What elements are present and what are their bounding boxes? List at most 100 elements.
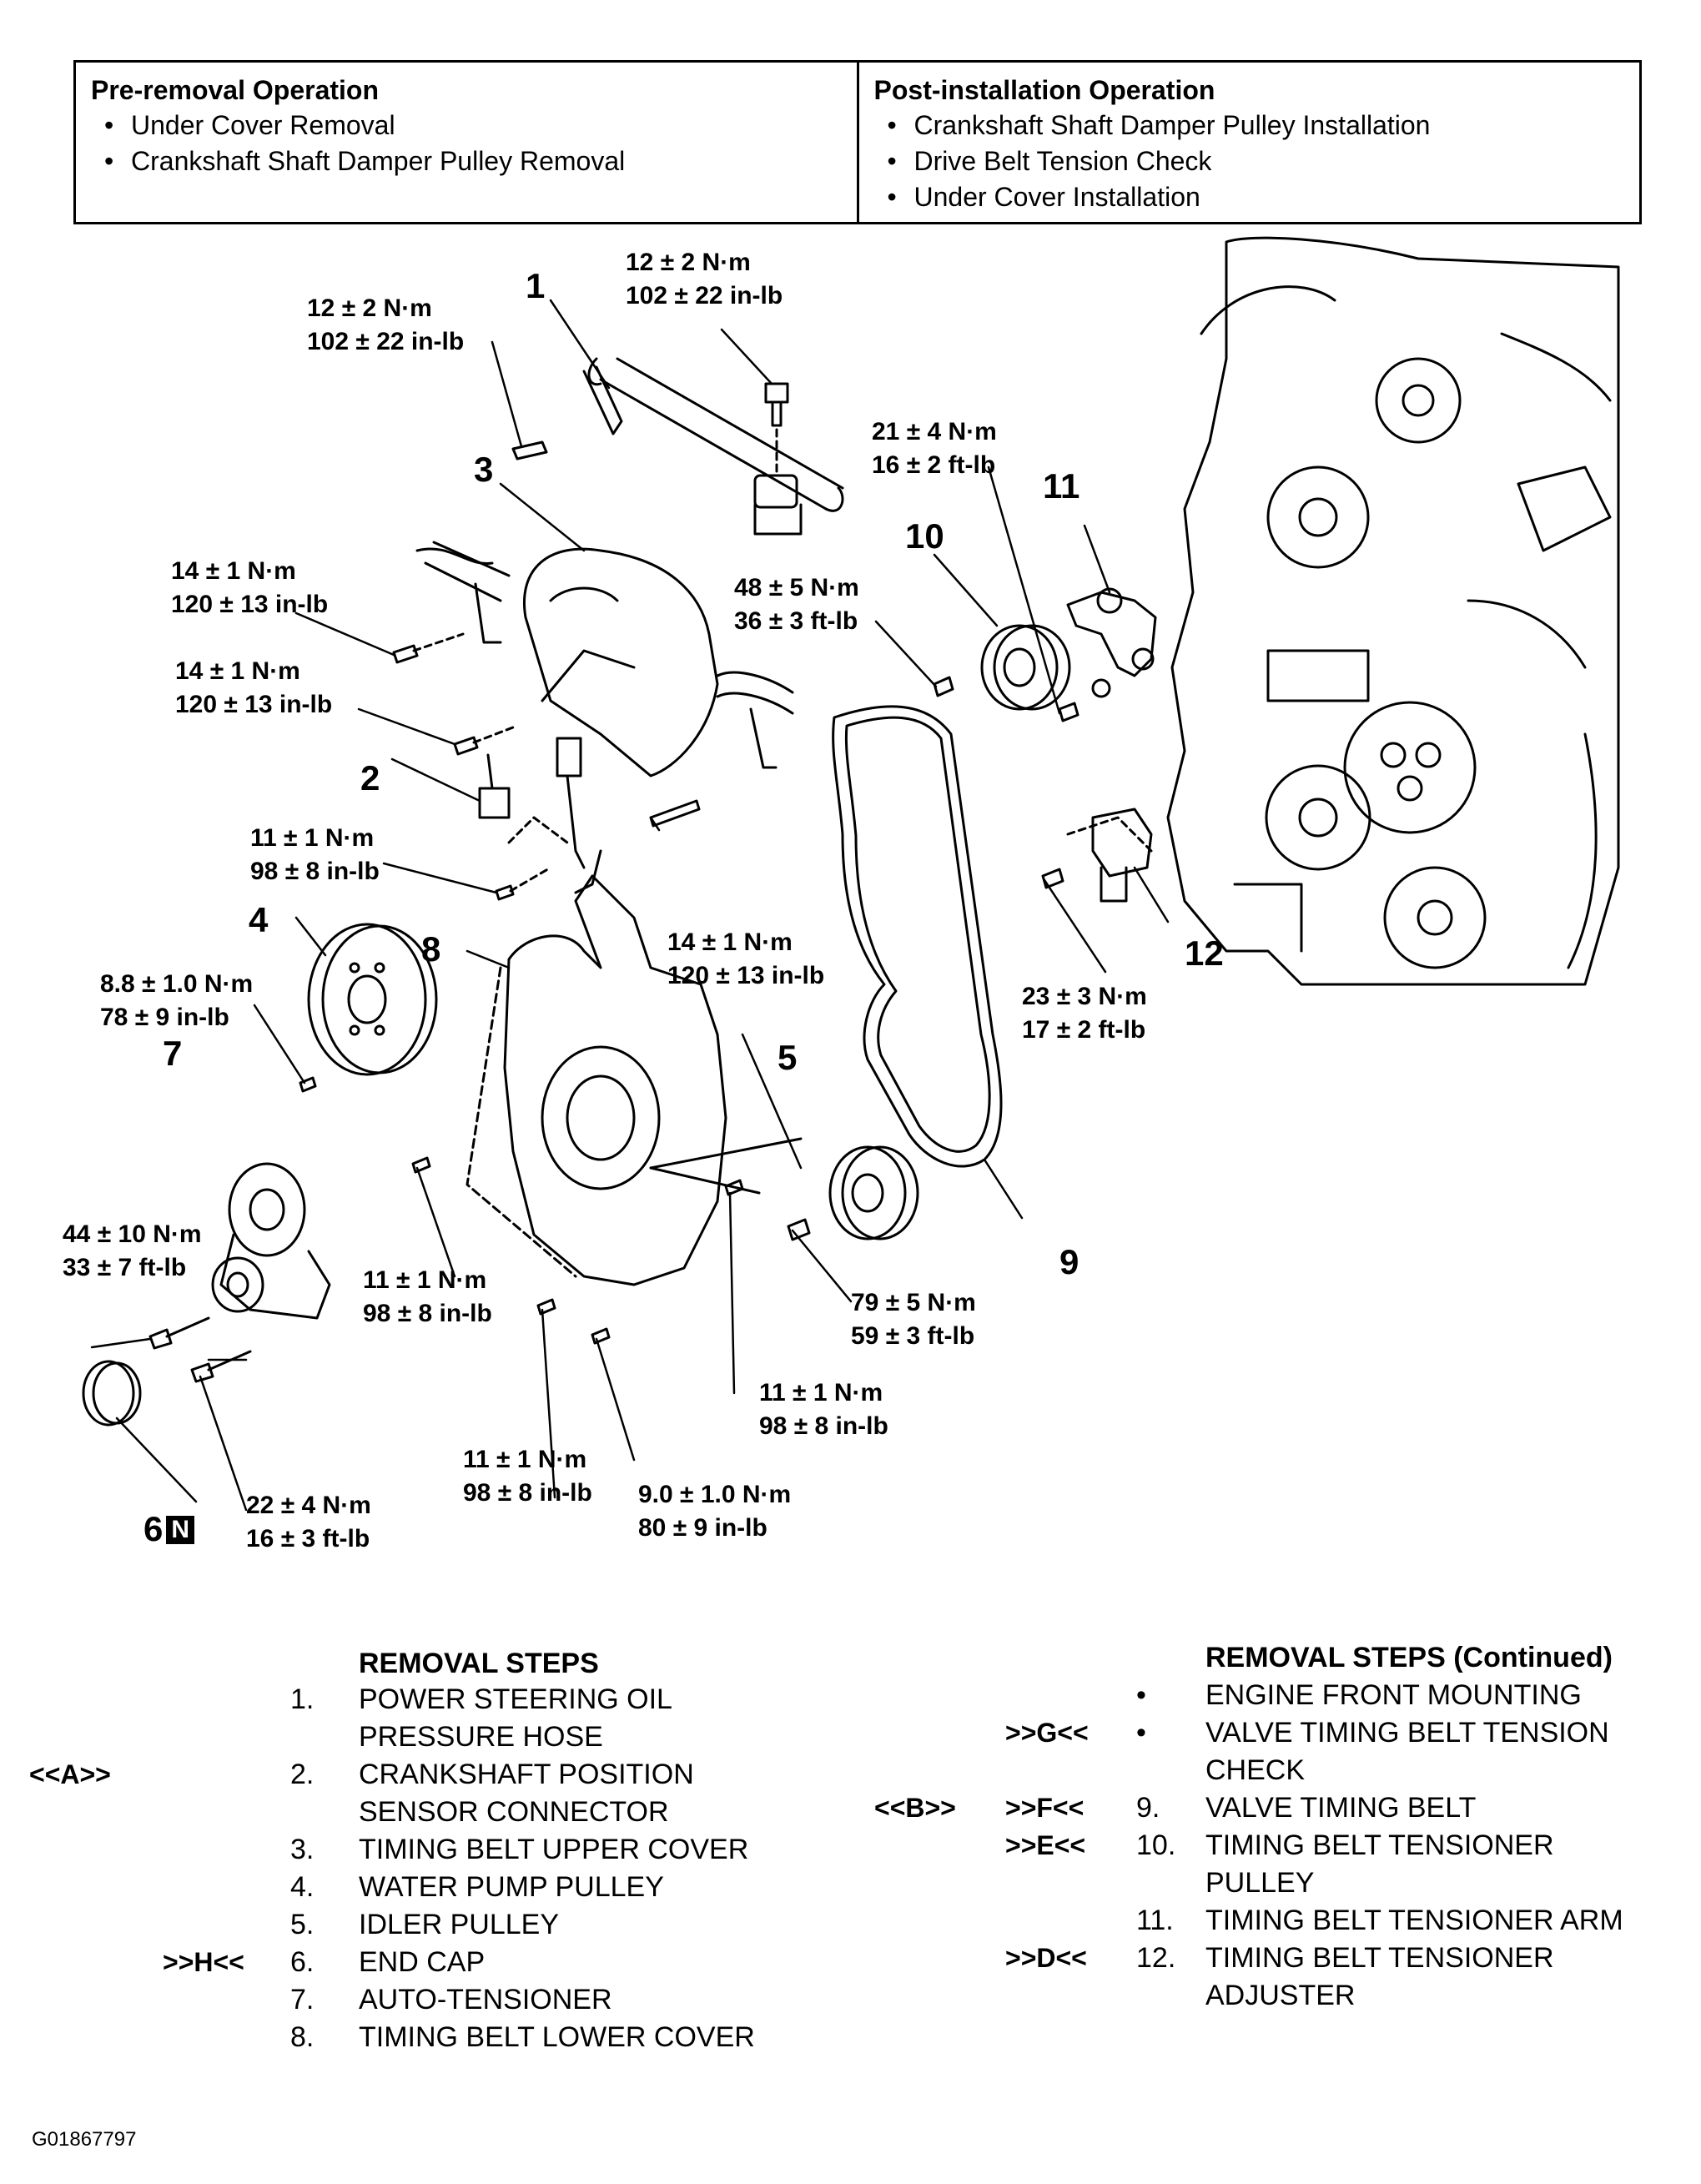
figure-id: G01867797: [32, 2128, 137, 2151]
torque-imperial: 120 ± 13 in-lb: [171, 591, 329, 618]
power-steering-hose: [511, 357, 844, 536]
crankshaft-sensor-connector: [478, 737, 602, 894]
callout-1: 1: [526, 266, 546, 305]
step-text: VALVE TIMING BELT: [1205, 1792, 1477, 1824]
step-procedure-mark: >>D<<: [1005, 1943, 1087, 1973]
lower-cover-bolts: [411, 1156, 744, 1345]
step-text: WATER PUMP PULLEY: [359, 1871, 664, 1903]
torque-imperial: 78 ± 9 in-lb: [100, 1004, 229, 1031]
exploded-view-drawing: [82, 236, 1620, 1512]
torque-nm: 48 ± 5 N·m: [734, 574, 859, 601]
timing-belt-lower-cover: [466, 874, 803, 1286]
step-number: 10.: [1136, 1829, 1176, 1861]
step-text: POWER STEERING OIL: [359, 1683, 672, 1715]
engine-block: [1166, 236, 1620, 986]
torque-nm: 11 ± 1 N·m: [759, 1379, 883, 1407]
auto-tensioner: [148, 1162, 331, 1383]
removal-steps-continued-title: REMOVAL STEPS (Continued): [1205, 1642, 1613, 1673]
end-cap: [82, 1360, 142, 1427]
pre-removal-column: Pre-removal Operation Under Cover Remova…: [76, 63, 857, 222]
step-number: 2.: [290, 1759, 315, 1790]
post-installation-list: Crankshaft Shaft Damper Pulley Installat…: [874, 108, 1625, 215]
removal-steps-title: REMOVAL STEPS: [359, 1648, 599, 1679]
step-procedure-mark: >>F<<: [1005, 1793, 1085, 1823]
callout-3: 3: [474, 450, 494, 489]
post-installation-column: Post-installation Operation Crankshaft S…: [856, 63, 1640, 222]
torque-nm: 11 ± 1 N·m: [463, 1446, 587, 1473]
torque-imperial: 17 ± 2 ft-lb: [1022, 1016, 1146, 1044]
torque-nm: 44 ± 10 N·m: [63, 1220, 202, 1248]
callout-11: 11: [1043, 466, 1080, 506]
callout-10: 10: [905, 516, 944, 556]
upper-cover-bolts: [392, 632, 701, 901]
torque-nm: 79 ± 5 N·m: [851, 1289, 976, 1316]
torque-imperial: 98 ± 8 in-lb: [250, 858, 380, 885]
torque-label: 12 ± 2 N·m 102 ± 22 in-lb: [307, 292, 464, 359]
tensioner-arm: [1058, 587, 1157, 722]
torque-imperial: 120 ± 13 in-lb: [175, 691, 333, 718]
step-number: •: [1136, 1679, 1146, 1711]
step-number: 1.: [290, 1683, 315, 1715]
pre-removal-title: Pre-removal Operation: [91, 75, 379, 105]
step-number: 8.: [290, 2021, 315, 2053]
post-installation-title: Post-installation Operation: [873, 75, 1215, 105]
torque-imperial: 16 ± 2 ft-lb: [872, 451, 996, 479]
step-number: 5.: [290, 1909, 315, 1940]
step-text: PULLEY: [1205, 1867, 1315, 1899]
step-number: 12.: [1136, 1942, 1176, 1974]
torque-label: 23 ± 3 N·m 17 ± 2 ft-lb: [1022, 980, 1147, 1047]
step-procedure-mark: >>G<<: [1005, 1718, 1089, 1748]
torque-label: 21 ± 4 N·m 16 ± 2 ft-lb: [872, 415, 997, 482]
post-installation-item: Crankshaft Shaft Damper Pulley Installat…: [874, 108, 1625, 143]
step-number: 3.: [290, 1834, 315, 1865]
callout-8: 8: [421, 929, 441, 969]
water-pump-pulley: [299, 923, 438, 1093]
step-text: IDLER PULLEY: [359, 1909, 559, 1940]
step-text: AUTO-TENSIONER: [359, 1984, 612, 2015]
step-text: TIMING BELT LOWER COVER: [359, 2021, 755, 2053]
torque-nm: 21 ± 4 N·m: [872, 418, 997, 445]
step-text: PRESSURE HOSE: [359, 1721, 603, 1753]
step-text: TIMING BELT UPPER COVER: [359, 1834, 749, 1865]
step-text: ADJUSTER: [1205, 1980, 1356, 2011]
torque-label: 11 ± 1 N·m 98 ± 8 in-lb: [759, 1376, 888, 1443]
torque-nm: 23 ± 3 N·m: [1022, 983, 1147, 1010]
step-text: SENSOR CONNECTOR: [359, 1796, 669, 1828]
step-number: •: [1136, 1717, 1146, 1749]
torque-nm: 14 ± 1 N·m: [171, 557, 296, 585]
torque-nm: 12 ± 2 N·m: [626, 249, 751, 276]
callout-6-number: 6: [143, 1509, 164, 1548]
callout-7: 7: [163, 1034, 183, 1073]
torque-imperial: 120 ± 13 in-lb: [667, 962, 825, 989]
callout-12: 12: [1185, 933, 1224, 973]
torque-nm: 14 ± 1 N·m: [175, 657, 300, 685]
tensioner-pulley: [933, 624, 1071, 711]
torque-nm: 12 ± 2 N·m: [307, 294, 432, 322]
step-number: 6.: [290, 1946, 315, 1978]
step-reference-mark: <<A>>: [29, 1759, 111, 1789]
tensioner-adjuster: [1041, 808, 1153, 903]
torque-nm: 11 ± 1 N·m: [363, 1266, 487, 1294]
post-installation-item: Drive Belt Tension Check: [874, 143, 1625, 179]
idler-pulley: [787, 1145, 919, 1241]
pre-removal-item: Crankshaft Shaft Damper Pulley Removal: [91, 143, 842, 179]
step-number: 9.: [1136, 1792, 1160, 1824]
step-procedure-mark: >>H<<: [163, 1947, 244, 1977]
step-text: TIMING BELT TENSIONER: [1205, 1829, 1554, 1861]
torque-imperial: 98 ± 8 in-lb: [463, 1479, 592, 1507]
operations-table: Pre-removal Operation Under Cover Remova…: [73, 60, 1642, 224]
torque-imperial: 102 ± 22 in-lb: [307, 328, 465, 355]
step-text: CHECK: [1205, 1754, 1306, 1786]
torque-imperial: 80 ± 9 in-lb: [638, 1514, 767, 1542]
step-text: ENGINE FRONT MOUNTING: [1205, 1679, 1582, 1711]
callout-5: 5: [778, 1038, 798, 1077]
torque-imperial: 98 ± 8 in-lb: [759, 1412, 888, 1440]
